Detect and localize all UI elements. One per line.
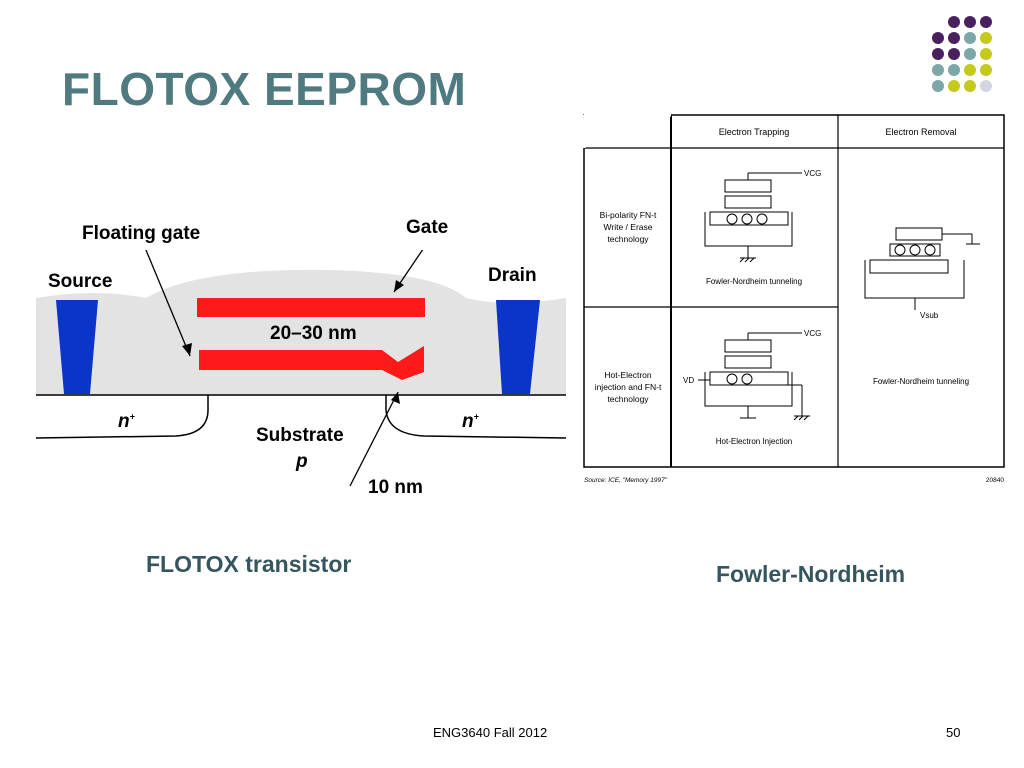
floating-gate bbox=[199, 346, 424, 380]
drain-label: Drain bbox=[488, 265, 537, 286]
header-electron-removal: Electron Removal bbox=[885, 127, 956, 137]
decorative-dot bbox=[964, 48, 976, 60]
decorative-dot bbox=[948, 48, 960, 60]
decorative-dot bbox=[948, 32, 960, 44]
vsub-label: Vsub bbox=[920, 311, 939, 320]
floating-gate-arrow bbox=[145, 250, 191, 357]
decorative-dot bbox=[948, 64, 960, 76]
gap-thickness-label: 20–30 nm bbox=[270, 323, 357, 344]
cell-caption-fn-tunneling: Fowler-Nordheim tunneling bbox=[706, 277, 802, 286]
decorative-dot bbox=[964, 64, 976, 76]
substrate-label: Substrate bbox=[256, 425, 344, 446]
cell-fn-removal bbox=[864, 227, 980, 310]
vd-label: VD bbox=[683, 376, 694, 385]
decorative-dot bbox=[932, 64, 944, 76]
decorative-dot bbox=[948, 16, 960, 28]
fn-tunneling-table: Electron Trapping Electron Removal Bi-po… bbox=[582, 113, 1005, 484]
decorative-dot bbox=[980, 48, 992, 60]
oxide-thickness-arrow bbox=[349, 391, 399, 487]
source-label: Source bbox=[48, 271, 113, 292]
oxide-layer bbox=[36, 269, 566, 395]
header-electron-trapping: Electron Trapping bbox=[719, 127, 790, 137]
decorative-dot-grid bbox=[932, 16, 992, 92]
n-plus-drain-label: n+ bbox=[462, 411, 479, 432]
substrate-type-label: p bbox=[296, 451, 308, 472]
cell-fn-trapping bbox=[704, 172, 802, 263]
vcg-label-1: VCG bbox=[804, 169, 821, 178]
decorative-dot bbox=[964, 32, 976, 44]
decorative-dot bbox=[932, 80, 944, 92]
decorative-dot bbox=[980, 80, 992, 92]
decorative-dot bbox=[932, 48, 944, 60]
flotox-caption: FLOTOX transistor bbox=[146, 551, 352, 577]
n-plus-source-label: n+ bbox=[118, 411, 135, 432]
cell-caption-fn-removal: Fowler-Nordheim tunneling bbox=[873, 377, 969, 386]
decorative-dot bbox=[948, 80, 960, 92]
flotox-cross-section bbox=[36, 250, 566, 487]
decorative-dot bbox=[980, 32, 992, 44]
decorative-dot bbox=[980, 64, 992, 76]
footer-course: ENG3640 Fall 2012 bbox=[433, 725, 548, 740]
decorative-dot bbox=[980, 16, 992, 28]
decorative-dot bbox=[964, 16, 976, 28]
n-source-region bbox=[36, 395, 209, 439]
oxide-thickness-label: 10 nm bbox=[368, 477, 423, 498]
figure-id: 20840 bbox=[986, 477, 1004, 484]
floating-gate-label: Floating gate bbox=[82, 223, 201, 244]
control-gate bbox=[197, 298, 425, 317]
decorative-dot bbox=[932, 32, 944, 44]
vcg-label-2: VCG bbox=[804, 329, 821, 338]
n-drain-region bbox=[385, 395, 566, 439]
gate-arrow bbox=[393, 250, 424, 293]
cell-hot-electron bbox=[698, 332, 810, 421]
decorative-dot bbox=[964, 80, 976, 92]
source-note: Source: ICE, "Memory 1997" bbox=[584, 477, 668, 484]
fn-caption: Fowler-Nordheim bbox=[716, 561, 906, 587]
source-contact bbox=[56, 300, 98, 394]
slide-number: 50 bbox=[946, 725, 961, 740]
cell-caption-hot-electron: Hot-Electron Injection bbox=[716, 437, 792, 446]
slide-title: FLOTOX EEPROM bbox=[62, 63, 467, 115]
drain-contact bbox=[496, 300, 540, 394]
gate-label: Gate bbox=[406, 217, 449, 238]
table-frame bbox=[583, 114, 1005, 468]
